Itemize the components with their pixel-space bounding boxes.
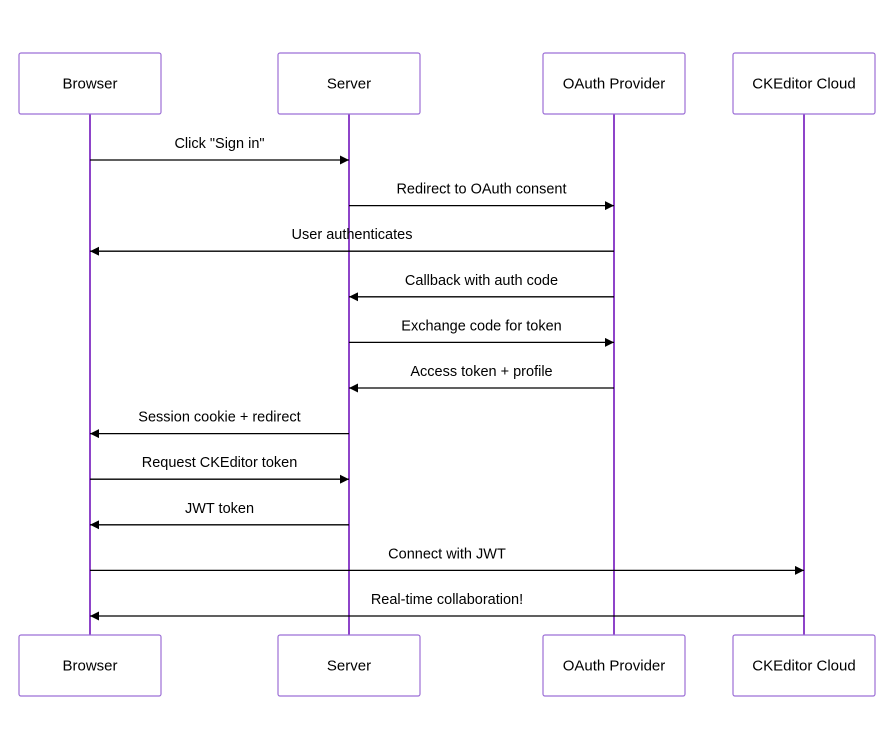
participant-browser-bottom: Browser xyxy=(18,634,162,697)
participant-box xyxy=(18,634,162,697)
message-7: Session cookie + redirect xyxy=(90,410,349,439)
message-label: Real-time collaboration! xyxy=(371,592,523,608)
participant-label: CKEditor Cloud xyxy=(752,76,855,93)
message-label: Session cookie + redirect xyxy=(138,410,300,426)
message-4: Callback with auth code xyxy=(349,273,614,302)
participant-label: OAuth Provider xyxy=(563,76,666,93)
participant-label: OAuth Provider xyxy=(563,658,666,675)
participant-box xyxy=(277,52,421,115)
message-2: Redirect to OAuth consent xyxy=(349,182,614,211)
participant-box xyxy=(542,52,686,115)
participant-oauth-bottom: OAuth Provider xyxy=(542,634,686,697)
message-label: User authenticates xyxy=(292,227,413,243)
message-11: Real-time collaboration! xyxy=(90,592,804,621)
message-label: JWT token xyxy=(185,501,254,517)
participant-box xyxy=(732,52,876,115)
participant-ckcloud-bottom: CKEditor Cloud xyxy=(732,634,876,697)
participant-box xyxy=(542,634,686,697)
message-10: Connect with JWT xyxy=(90,546,804,575)
participant-label: Server xyxy=(327,658,371,675)
participant-box xyxy=(732,634,876,697)
participant-box xyxy=(18,52,162,115)
message-label: Callback with auth code xyxy=(405,273,558,289)
participant-label: CKEditor Cloud xyxy=(752,658,855,675)
message-3: User authenticates xyxy=(90,227,614,256)
participant-server-bottom: Server xyxy=(277,634,421,697)
participant-browser-top: Browser xyxy=(18,52,162,115)
message-6: Access token + profile xyxy=(349,364,614,393)
messages: Click "Sign in" Redirect to OAuth consent… xyxy=(90,136,804,621)
message-5: Exchange code for token xyxy=(349,318,614,347)
message-label: Exchange code for token xyxy=(401,318,561,334)
participant-label: Server xyxy=(327,76,371,93)
message-8: Request CKEditor token xyxy=(90,455,349,484)
message-label: Access token + profile xyxy=(410,364,552,380)
lifelines xyxy=(89,114,805,635)
participant-label: Browser xyxy=(62,658,117,675)
message-1: Click "Sign in" xyxy=(90,136,349,165)
participant-ckcloud-top: CKEditor Cloud xyxy=(732,52,876,115)
message-label: Request CKEditor token xyxy=(142,455,298,471)
participant-label: Browser xyxy=(62,76,117,93)
participant-server-top: Server xyxy=(277,52,421,115)
message-9: JWT token xyxy=(90,501,349,530)
message-label: Connect with JWT xyxy=(388,546,506,562)
participant-box xyxy=(277,634,421,697)
message-label: Redirect to OAuth consent xyxy=(396,182,566,198)
message-label: Click "Sign in" xyxy=(174,136,264,152)
participant-oauth-top: OAuth Provider xyxy=(542,52,686,115)
